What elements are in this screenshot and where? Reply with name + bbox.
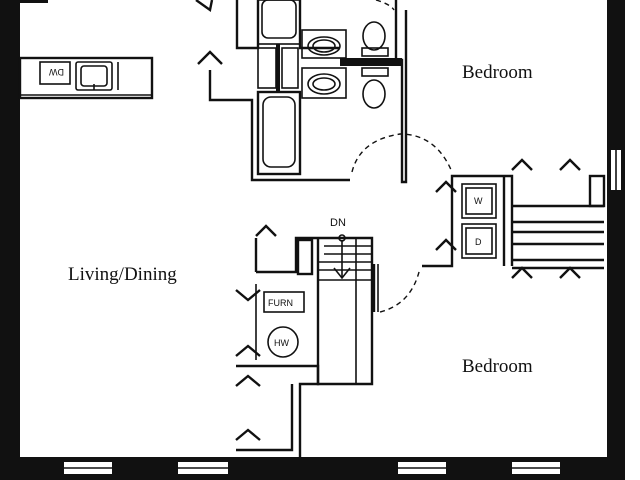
left-exterior-wall (0, 0, 20, 480)
stair-core: DN FURN HW (236, 217, 421, 458)
vanity-lower (301, 67, 347, 99)
bottom-exterior-wall (0, 457, 625, 480)
dishwasher-label: DW (49, 67, 64, 77)
stairs-direction-label: DN (330, 217, 346, 229)
vanity-upper (301, 29, 347, 59)
room-label-living-dining: Living/Dining (68, 264, 177, 285)
right-exterior-wall (607, 0, 625, 480)
washer-label: W (474, 196, 483, 206)
toilet-lower-bowl (362, 79, 386, 109)
bathroom-block (208, 0, 453, 184)
toilet-upper-bowl (362, 21, 386, 51)
bath-door-swing (351, 133, 453, 173)
toilet-upper-tank (361, 47, 389, 57)
furnace-label: FURN (268, 298, 293, 308)
furnace (263, 291, 305, 313)
toilet-lower-tank (361, 67, 389, 77)
stair-door-swing (379, 267, 421, 313)
dryer-label: D (475, 237, 482, 247)
sink-lower (307, 73, 341, 95)
exterior-walls (0, 0, 625, 480)
closet-door-symbols (195, 0, 581, 441)
kitchen-counter: DW (18, 56, 154, 100)
water-heater (267, 326, 299, 358)
water-heater-label: HW (274, 338, 289, 348)
bottom-windows (64, 462, 560, 474)
laundry-closet: W D (422, 174, 606, 270)
top-left-wall-stub (20, 0, 48, 3)
washer (461, 183, 497, 219)
dryer (461, 223, 497, 259)
dishwasher-box (39, 61, 71, 85)
room-label-bedroom-top: Bedroom (462, 62, 533, 83)
room-label-bedroom-bottom: Bedroom (462, 356, 533, 377)
sink-upper (307, 36, 341, 56)
